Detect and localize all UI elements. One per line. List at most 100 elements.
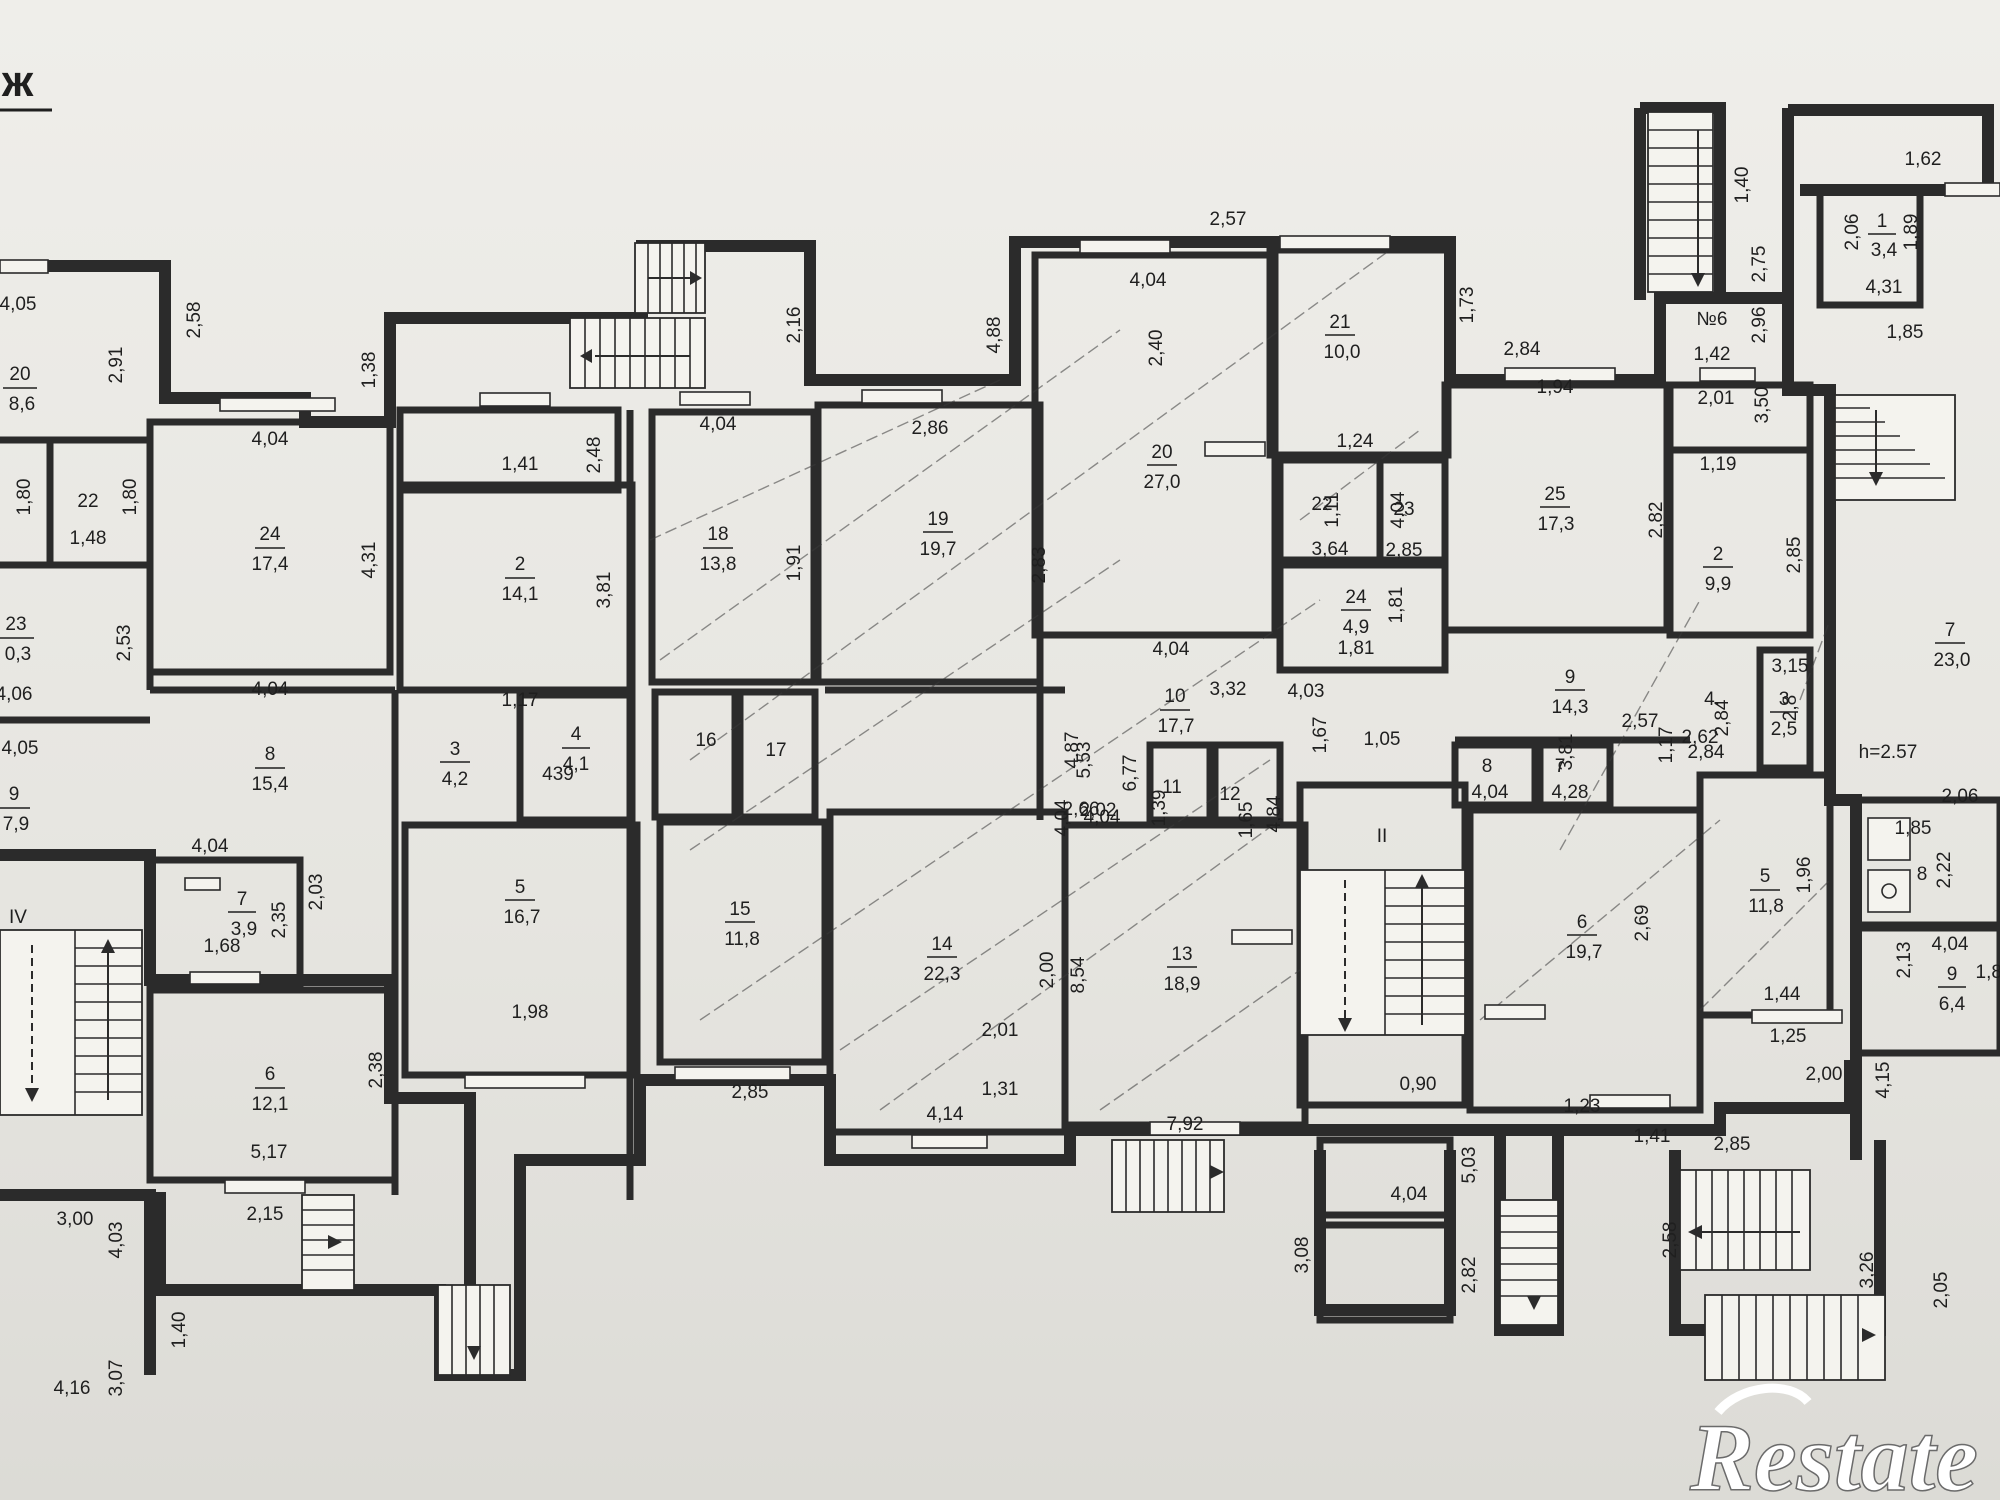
restate-logo: Restate [1688,1383,1979,1500]
dimension-label: 4,04 [252,429,289,450]
dimension-label: 2,58 [184,302,205,339]
dimension-label: 2,91 [106,347,127,384]
stair-bottom-right-2 [1704,1294,1886,1381]
dimension-label: 1,11 [1322,492,1343,528]
room-area: 23,0 [1934,650,1971,671]
room-number: 10 [1164,686,1185,707]
stair-ii [1299,869,1466,1036]
dimension-label: 1,40 [1732,167,1753,204]
room-area: 17,7 [1158,716,1195,737]
dimension-label: 1,62 [1905,149,1942,170]
dimension-label: 2,01 [1698,388,1735,409]
dimension-label: 2,84 [1712,699,1733,736]
dimension-label: 1,81 [1338,638,1375,659]
room-number: 17 [765,740,786,761]
room-number: 4. [1704,689,1720,710]
dimension-label: 4,04 [1052,799,1073,836]
stair-iv [0,929,143,1116]
dimension-label: 4,28 [1552,782,1589,803]
dimension-label: 2,57 [1622,711,1659,732]
room-number: 22 [1311,494,1332,515]
dimension-label: 1,91 [784,545,805,582]
hatching [649,249,1831,1111]
dimension-label: 2,75 [1749,246,1770,283]
dimension-label: 1,31 [982,1079,1019,1100]
dimension-label: 1,67 [1310,717,1331,754]
dimension-label: 4,16 [54,1378,91,1399]
dimension-label: 2,84 [1688,742,1725,763]
dimension-label: 1,98 [512,1002,549,1023]
room-area: 10,0 [1324,342,1361,363]
room-area: 6,4 [1939,994,1966,1015]
dimension-label: 1,89 [1901,214,1922,251]
stair-bottom-1 [301,1194,355,1291]
dimension-label: 1,19 [1700,454,1737,475]
room-area: 22,3 [924,964,961,985]
dimension-label: 4,05 [2,738,39,759]
dimension-label: 4,87 [1062,732,1083,769]
dimension-label: 2,86 [912,418,949,439]
dimension-label: 4,03 [106,1222,127,1259]
room-number: 25 [1544,484,1565,505]
dimension-label: 2,06 [1942,786,1979,807]
room-labels: 20 8,6 22 23 0,3 9 7,9 24 17,4 8 15,4 7 … [0,211,1970,1115]
dimension-label: 2,57 [1210,209,1247,230]
room-area: 3,9 [231,919,257,940]
dimension-label: 4,04 [252,679,289,700]
dimension-label: 1,42 [1694,344,1731,365]
dimension-label: 1,23 [1564,1096,1601,1117]
stair-number-label: №6 [1697,309,1728,330]
room-number: 9 [9,784,20,805]
dimension-label: 4,04 [1130,270,1167,291]
dimension-label: 1,48 [70,528,107,549]
dimension-label: 1,94 [1537,377,1574,398]
room-area: 19,7 [1566,942,1603,963]
dimension-label: 2,85 [732,1082,769,1103]
room-number: 15 [729,899,750,920]
dimension-label: 2,85 [1784,537,1805,574]
room-number: 2 [515,554,526,575]
title-text: ж [1,57,34,106]
dimension-label: 4,04 [1084,807,1121,828]
dimension-label: 1,17 [1656,727,1677,764]
room-area: 14,3 [1552,697,1589,718]
dimension-label: 8,54 [1068,956,1089,993]
ceiling-height-label: h=2.57 [1859,742,1918,763]
dimension-label: 1,96 [1794,857,1815,894]
dimension-label: 2,48 [584,437,605,474]
room-area: 13,8 [700,554,737,575]
dimension-label: 439 [542,764,574,785]
dimension-label: 4,04 [1388,491,1409,528]
room-area: 7,9 [3,814,29,835]
dimension-label: 7,92 [1167,1114,1204,1135]
room-number: 16 [695,730,716,751]
stair-bottom-4 [1499,1199,1559,1326]
room-number: 2 [1713,544,1724,565]
dimension-label: 1,41 [502,454,539,475]
room-number: 13 [1171,944,1192,965]
dimension-label: 0,90 [1400,1074,1437,1095]
fixtures [184,441,1911,1020]
room-number: 6 [1577,912,1588,933]
room-number: 9 [1947,964,1958,985]
dimension-label: 1,44 [1764,984,1801,1005]
dimension-label: 1,85 [1895,818,1932,839]
dimension-label: 1,17 [502,690,539,711]
stair-bottom-right-1 [1679,1169,1811,1271]
room-number: 3 [1779,689,1790,710]
room-number: 11 [1162,777,1182,798]
dimension-label: 3,15 [1772,656,1809,677]
dimension-label: 2,13 [1894,942,1915,979]
dimension-label: 3,08 [1292,1237,1313,1274]
dimension-label: 2,01 [982,1020,1019,1041]
room-area: 17,3 [1538,514,1575,535]
room-area: 17,4 [252,554,289,575]
section-label-ii: II [1377,826,1388,847]
room-area: 11,8 [1748,896,1784,917]
room-area: 0,3 [5,644,31,665]
room-area: 12,1 [252,1094,289,1115]
dimension-label: 2,05 [1931,1272,1952,1309]
dimension-label: 4,06 [0,684,32,705]
dimension-label: 1,39 [1149,790,1170,827]
